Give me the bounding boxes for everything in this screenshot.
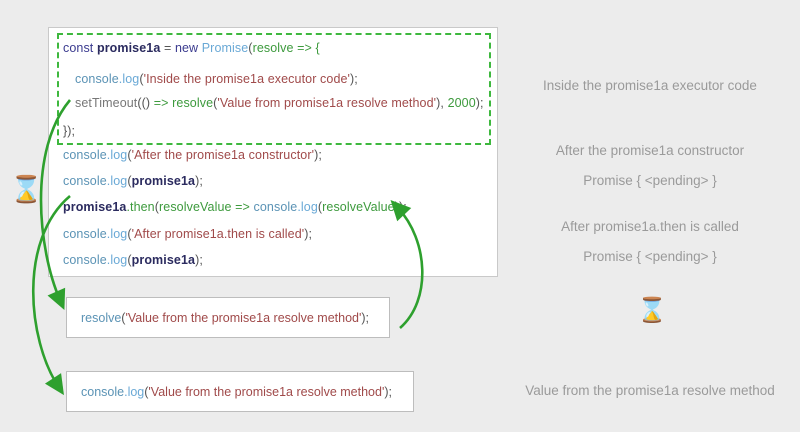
code-token: => <box>150 96 173 110</box>
code-token: ( <box>121 310 126 325</box>
code-token: ( <box>127 227 132 241</box>
code-token: ( <box>248 41 253 55</box>
code-token: .log <box>106 148 128 162</box>
code-token: ( <box>144 384 149 399</box>
code-line-inside-executor-log: console.log('Inside the promise1a execut… <box>75 72 358 86</box>
code-token: new <box>174 41 202 55</box>
code-token: console <box>81 384 125 399</box>
code-token: (() <box>137 96 151 110</box>
code-token: .then <box>126 200 155 214</box>
code-token: ( <box>154 200 160 214</box>
console-line: After promise1a.then is called <box>561 219 739 234</box>
code-token: ( <box>213 96 218 110</box>
code-line-promise-then: promise1a.then(resolveValue => console.l… <box>63 200 407 214</box>
callout-resolve-call: resolve('Value from the promise1a resolv… <box>66 297 390 338</box>
console-line: Promise { <pending> } <box>583 173 717 188</box>
code-token: .log <box>297 200 318 214</box>
code-token: promise1a <box>63 200 127 214</box>
code-token: .log <box>106 227 128 241</box>
code-token: 'After promise1a.then is called' <box>131 227 305 241</box>
code-line-executor-close: }); <box>63 124 75 138</box>
code-token: resolveValue <box>322 200 395 214</box>
code-token: ); <box>195 174 203 188</box>
code-token: Promise <box>201 41 249 55</box>
code-token: console <box>63 227 107 241</box>
code-line-log-promise-second: console.log(promise1a); <box>63 253 203 267</box>
callout-console-log: console.log('Value from the promise1a re… <box>66 371 414 412</box>
code-token: ); <box>350 72 358 86</box>
code-token: .log <box>106 253 128 267</box>
console-line: Value from the promise1a resolve method <box>525 383 775 398</box>
code-token: 'Value from promise1a resolve method' <box>217 96 437 110</box>
code-line-after-then-log: console.log('After promise1a.then is cal… <box>63 227 312 241</box>
code-token: ); <box>195 253 203 267</box>
code-token: ); <box>384 384 392 399</box>
code-token: .log <box>106 174 128 188</box>
callout-resolve-text: resolve('Value from the promise1a resolv… <box>67 311 369 325</box>
code-token: ); <box>361 310 370 325</box>
code-token: 'Value from the promise1a resolve method… <box>125 310 362 325</box>
code-token: console <box>75 72 119 86</box>
code-token: resolve <box>172 96 214 110</box>
code-line-log-promise-first: console.log(promise1a); <box>63 174 203 188</box>
code-token: ); <box>304 227 313 241</box>
code-token: console <box>253 200 298 214</box>
code-token: ( <box>139 72 144 86</box>
code-token: = <box>160 41 175 55</box>
console-output-column: Inside the promise1a executor code After… <box>500 0 800 432</box>
callout-console-log-text: console.log('Value from the promise1a re… <box>67 385 392 399</box>
code-token: resolve <box>252 41 294 55</box>
code-token: ); <box>475 96 484 110</box>
code-token: ( <box>127 148 132 162</box>
code-token: 2000 <box>447 96 476 110</box>
code-token: resolveValue <box>159 200 232 214</box>
console-line: Promise { <pending> } <box>583 249 717 264</box>
code-token: .log <box>124 384 145 399</box>
code-token: ( <box>317 200 323 214</box>
code-token: ), <box>436 96 448 110</box>
code-token: ); <box>314 148 322 162</box>
code-token: setTimeout <box>75 96 138 110</box>
code-line-after-constructor-log: console.log('After the promise1a constru… <box>63 148 322 162</box>
code-token: .log <box>118 72 140 86</box>
console-line: After the promise1a constructor <box>555 143 745 158</box>
code-token: ( <box>127 174 132 188</box>
code-token: 'Value from the promise1a resolve method… <box>148 384 385 399</box>
code-token: resolve <box>81 310 122 325</box>
code-line-const-promise: const promise1a = new Promise(resolve =>… <box>63 41 320 55</box>
code-token: promise1a <box>96 41 161 55</box>
code-token: }); <box>63 124 76 138</box>
code-line-settimeout: setTimeout(() => resolve('Value from pro… <box>75 96 484 110</box>
code-token: console <box>63 253 107 267</box>
code-token: console <box>63 148 107 162</box>
hourglass-icon: ⌛ <box>10 174 43 204</box>
code-token: const <box>63 41 97 55</box>
code-token: )); <box>394 200 407 214</box>
code-token: promise1a <box>131 174 196 188</box>
code-token: promise1a <box>131 253 196 267</box>
code-token: 'After the promise1a constructor' <box>131 148 315 162</box>
console-line: Inside the promise1a executor code <box>543 78 757 93</box>
code-token: ( <box>127 253 132 267</box>
hourglass-icon: ⌛ <box>637 297 667 324</box>
code-token: 'Inside the promise1a executor code' <box>143 72 351 86</box>
code-token: => { <box>293 41 320 55</box>
code-token: => <box>231 200 254 214</box>
code-token: console <box>63 174 107 188</box>
